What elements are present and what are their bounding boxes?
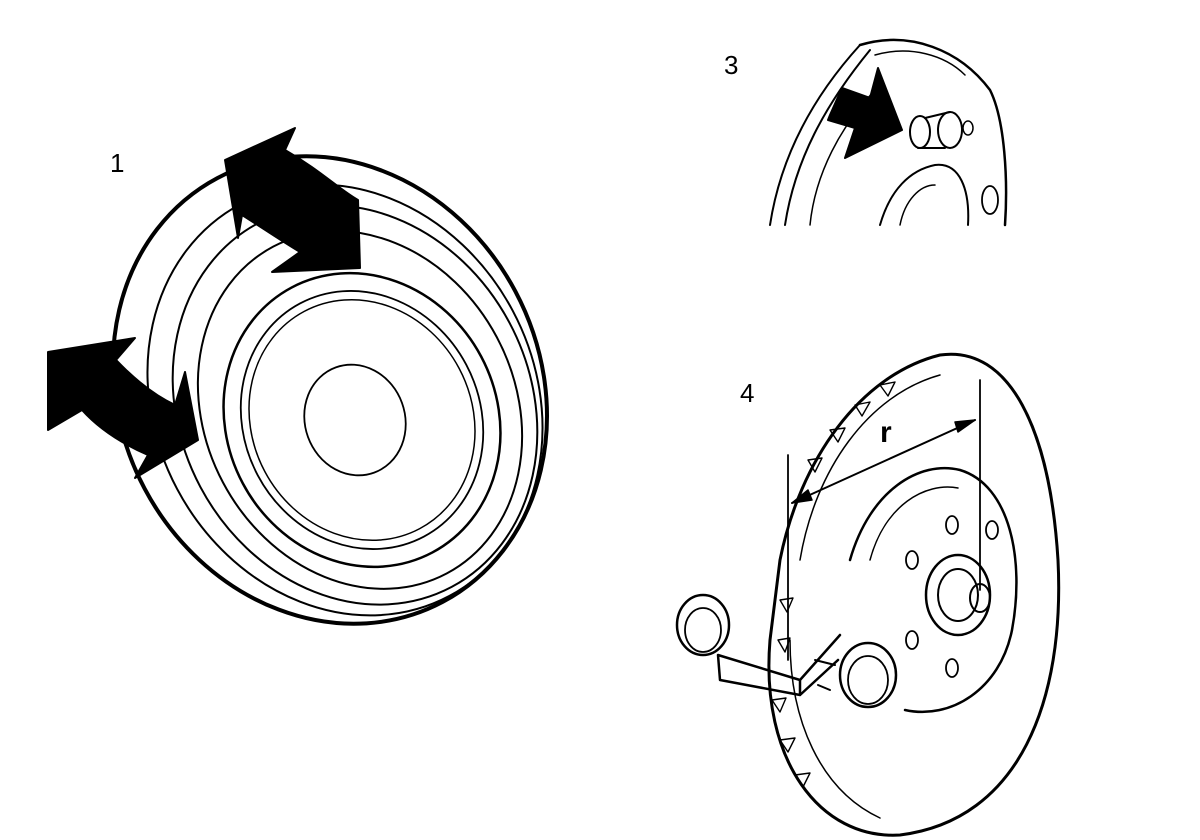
rotate-arrow-icon: [224, 127, 361, 273]
push-arrow-icon: [827, 67, 903, 159]
rotate-arrow-icon-lower: [47, 337, 199, 479]
step-4-label: 4: [740, 378, 755, 408]
step-3-label: 3: [724, 50, 739, 80]
radius-label: r: [880, 416, 892, 449]
step-1-label: 1: [110, 148, 125, 178]
radius-arrow-icon: [791, 419, 976, 504]
disc-measure-figure: [675, 352, 1061, 837]
